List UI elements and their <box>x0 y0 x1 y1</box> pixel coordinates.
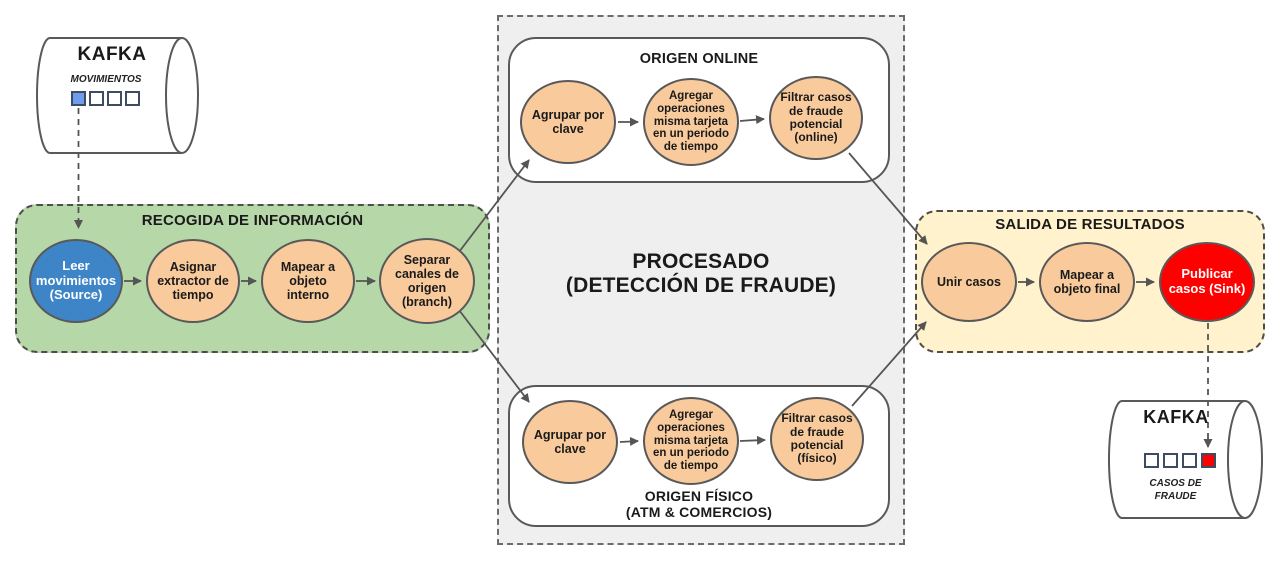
kafka-cell <box>1201 453 1216 468</box>
node-physical-aggregate-label: Agregar operaciones misma tarjeta en un … <box>652 408 730 473</box>
node-map-final-label: Mapear a objeto final <box>1053 268 1121 296</box>
node-join-cases: Unir casos <box>921 242 1017 322</box>
node-join-cases-label: Unir casos <box>937 275 1001 289</box>
node-publish-sink-label: Publicar casos (Sink) <box>1168 266 1246 296</box>
section-output-title: SALIDA DE RESULTADOS <box>995 216 1185 233</box>
node-map-final: Mapear a objeto final <box>1039 242 1135 322</box>
node-physical-group-label: Agrupar por clave <box>533 428 607 456</box>
kafka-input-title: KAFKA <box>77 44 147 65</box>
kafka-output-cells <box>1144 453 1216 468</box>
kafka-cell <box>125 91 140 106</box>
node-online-group-label: Agrupar por clave <box>531 108 605 136</box>
section-online-title: ORIGEN ONLINE <box>639 51 759 67</box>
node-assign-extractor: Asignar extractor de tiempo <box>146 239 240 323</box>
node-map-internal: Mapear a objeto interno <box>261 239 355 323</box>
node-source-label: Leer movimientos (Source) <box>35 258 117 303</box>
physical-title-line2: (ATM & COMERCIOS) <box>625 504 773 521</box>
node-online-group: Agrupar por clave <box>520 80 616 164</box>
kafka-input-topic: MOVIMIENTOS <box>70 74 142 85</box>
node-split-channels-label: Separar canales de origen (branch) <box>395 253 459 309</box>
kafka-cell <box>1163 453 1178 468</box>
node-physical-group: Agrupar por clave <box>522 400 618 484</box>
node-online-filter-label: Filtrar casos de fraude potencial (onlin… <box>780 90 852 145</box>
node-assign-extractor-label: Asignar extractor de tiempo <box>157 260 229 302</box>
physical-title-line1: ORIGEN FÍSICO <box>644 488 754 504</box>
node-online-aggregate-label: Agregar operaciones misma tarjeta en un … <box>652 89 730 154</box>
section-physical-title: ORIGEN FÍSICO (ATM & COMERCIOS) <box>508 488 890 520</box>
node-physical-filter: Filtrar casos de fraude potencial (físic… <box>770 397 864 481</box>
node-online-aggregate: Agregar operaciones misma tarjeta en un … <box>643 78 739 166</box>
kafka-output-title: KAFKA <box>1143 407 1209 427</box>
node-physical-filter-label: Filtrar casos de fraude potencial (físic… <box>781 411 853 466</box>
kafka-input-cells <box>71 91 140 106</box>
kafka-cell <box>1144 453 1159 468</box>
node-physical-aggregate: Agregar operaciones misma tarjeta en un … <box>643 397 739 485</box>
kafka-cell <box>1182 453 1197 468</box>
section-processing-title: PROCESADO (DETECCIÓN DE FRAUDE) <box>497 250 905 298</box>
kafka-cell <box>71 91 86 106</box>
kafka-output-topic: CASOS DE FRAUDE <box>1149 478 1202 502</box>
section-ingest-title: RECOGIDA DE INFORMACIÓN <box>141 212 364 229</box>
node-map-internal-label: Mapear a objeto interno <box>280 260 336 302</box>
processing-title-line1: PROCESADO <box>632 250 770 273</box>
kafka-cell <box>89 91 104 106</box>
node-split-channels: Separar canales de origen (branch) <box>379 238 475 324</box>
node-publish-sink: Publicar casos (Sink) <box>1159 242 1255 322</box>
kafka-cell <box>107 91 122 106</box>
processing-title-line2: (DETECCIÓN DE FRAUDE) <box>565 274 837 298</box>
node-source: Leer movimientos (Source) <box>29 239 123 323</box>
node-online-filter: Filtrar casos de fraude potencial (onlin… <box>769 76 863 160</box>
